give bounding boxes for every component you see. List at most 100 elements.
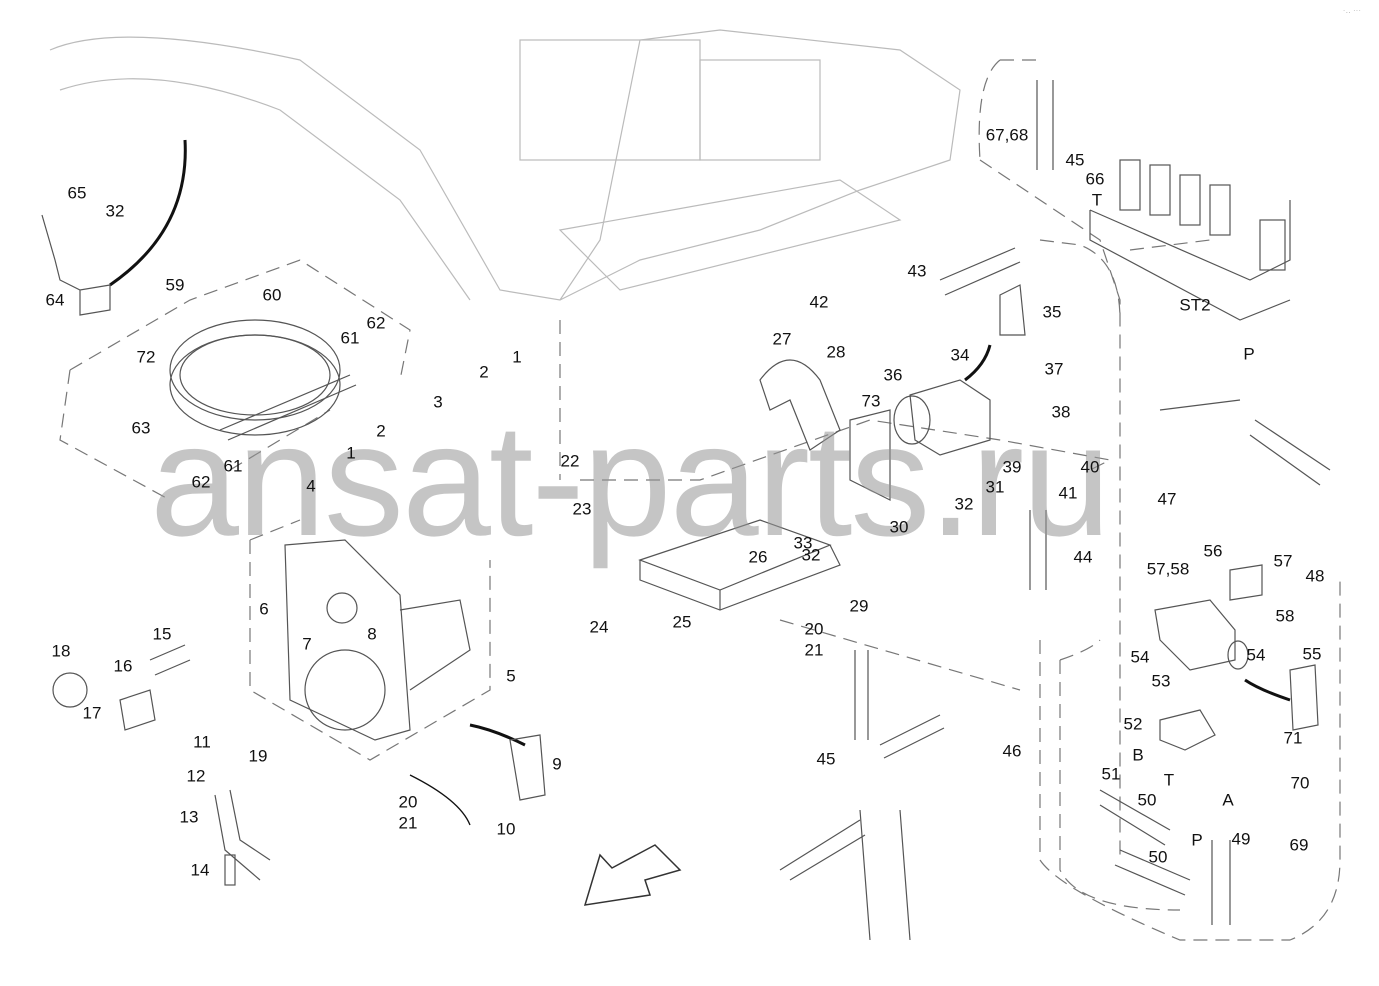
callout-label: 50 [1137,790,1157,810]
callout-label: 52 [1123,714,1143,734]
callout-label: 4 [306,476,316,496]
hose-43 [939,247,1021,296]
callout-label: 63 [131,418,151,438]
callout-label: 42 [809,292,829,312]
callout-label: 60 [262,285,282,305]
hoses [779,80,1331,941]
callout-label: 18 [51,641,71,661]
callout-label: 51 [1101,764,1121,784]
callout-label: 30 [889,517,909,537]
callout-label: 62 [191,472,211,492]
callout-label: 19 [248,746,268,766]
callout-label: 17 [82,703,102,723]
port-label: T [1091,190,1103,210]
callout-label: 55 [1302,644,1322,664]
callout-label: 20 [398,792,418,812]
callout-label: 7 [302,634,312,654]
callout-label: 46 [1002,741,1022,761]
callout-label: 28 [826,342,846,362]
watermark-text: ansat-parts.ru [150,390,1111,569]
callout-label: 2 [376,421,386,441]
port-label-st2: ST2 [1179,295,1211,315]
solenoid-valve [1154,564,1263,671]
callout-label: 11 [193,732,211,752]
bracket-plate [638,519,841,611]
callout-label: 32 [105,201,125,221]
port-label: P [1191,830,1203,850]
callout-label: 9 [552,754,562,774]
callout-label: 21 [804,640,824,660]
dashed-boundaries [59,59,1341,941]
machine-outline [49,29,961,301]
fittings-left [52,644,271,886]
callout-label: 33 [793,533,813,553]
callout-label: 54 [1246,645,1266,665]
callout-label: 69 [1289,835,1309,855]
callout-label: 36 [883,365,903,385]
valve-bank [1089,159,1291,321]
callout-label: 37 [1044,359,1064,379]
callout-label: 3 [433,392,443,412]
port-label: T [1163,770,1175,790]
callout-label: 6 [259,599,269,619]
callout-label: 65 [67,183,87,203]
callout-label: 61 [223,456,243,476]
callout-label: 45 [1065,150,1085,170]
callout-label: 59 [165,275,185,295]
callout-label: 56 [1203,541,1223,561]
callout-label: 64 [45,290,65,310]
callout-label: 45 [816,749,836,769]
callout-label: 34 [950,345,970,365]
callout-label: 23 [572,499,592,519]
callout-label: 15 [152,624,172,644]
callout-label: 71 [1283,728,1303,748]
callout-label: 8 [367,624,377,644]
callout-label: 16 [113,656,133,676]
callout-label: 12 [186,766,206,786]
corner-mark: ·‥ ··· [1342,6,1361,15]
callout-label: 14 [190,860,210,880]
callout-label: 41 [1058,483,1078,503]
callout-label: 26 [748,547,768,567]
callout-label: 44 [1073,547,1093,567]
part-64 [41,214,111,316]
callout-label: 25 [672,612,692,632]
hydraulic-pump [849,379,991,501]
callout-label: 67,68 [985,125,1029,145]
callout-label: 1 [346,443,356,463]
callout-label: 54 [1130,647,1150,667]
callout-label: 22 [560,451,580,471]
callout-label: 2 [479,362,489,382]
callout-label: 27 [772,329,792,349]
callout-label: 10 [496,819,516,839]
port-label: P [1243,344,1255,364]
callout-label: 72 [136,347,156,367]
callout-label: 21 [398,813,418,833]
callout-label: 66 [1085,169,1105,189]
callout-label: 24 [589,617,609,637]
callout-label: 43 [907,261,927,281]
callout-label: 50 [1148,847,1168,867]
callout-label: 53 [1151,671,1171,691]
hose-coil [169,319,357,441]
callout-label: 39 [1002,457,1022,477]
pump-housing [284,539,471,741]
port-label: B [1132,745,1144,765]
callout-label: 73 [861,391,881,411]
callout-label: 58 [1275,606,1295,626]
direction-arrow [583,844,682,906]
callout-label: 1 [512,347,522,367]
detail-tags [509,284,1319,801]
callout-label: 49 [1231,829,1251,849]
callout-label: 38 [1051,402,1071,422]
callout-label: 5 [506,666,516,686]
callout-label: 35 [1042,302,1062,322]
callout-label: 48 [1305,566,1325,586]
callout-label: 31 [985,477,1005,497]
callout-label: 40 [1080,457,1100,477]
curved-arrows [109,139,1291,826]
manifold-52 [1159,709,1216,751]
callout-label: 47 [1157,489,1177,509]
